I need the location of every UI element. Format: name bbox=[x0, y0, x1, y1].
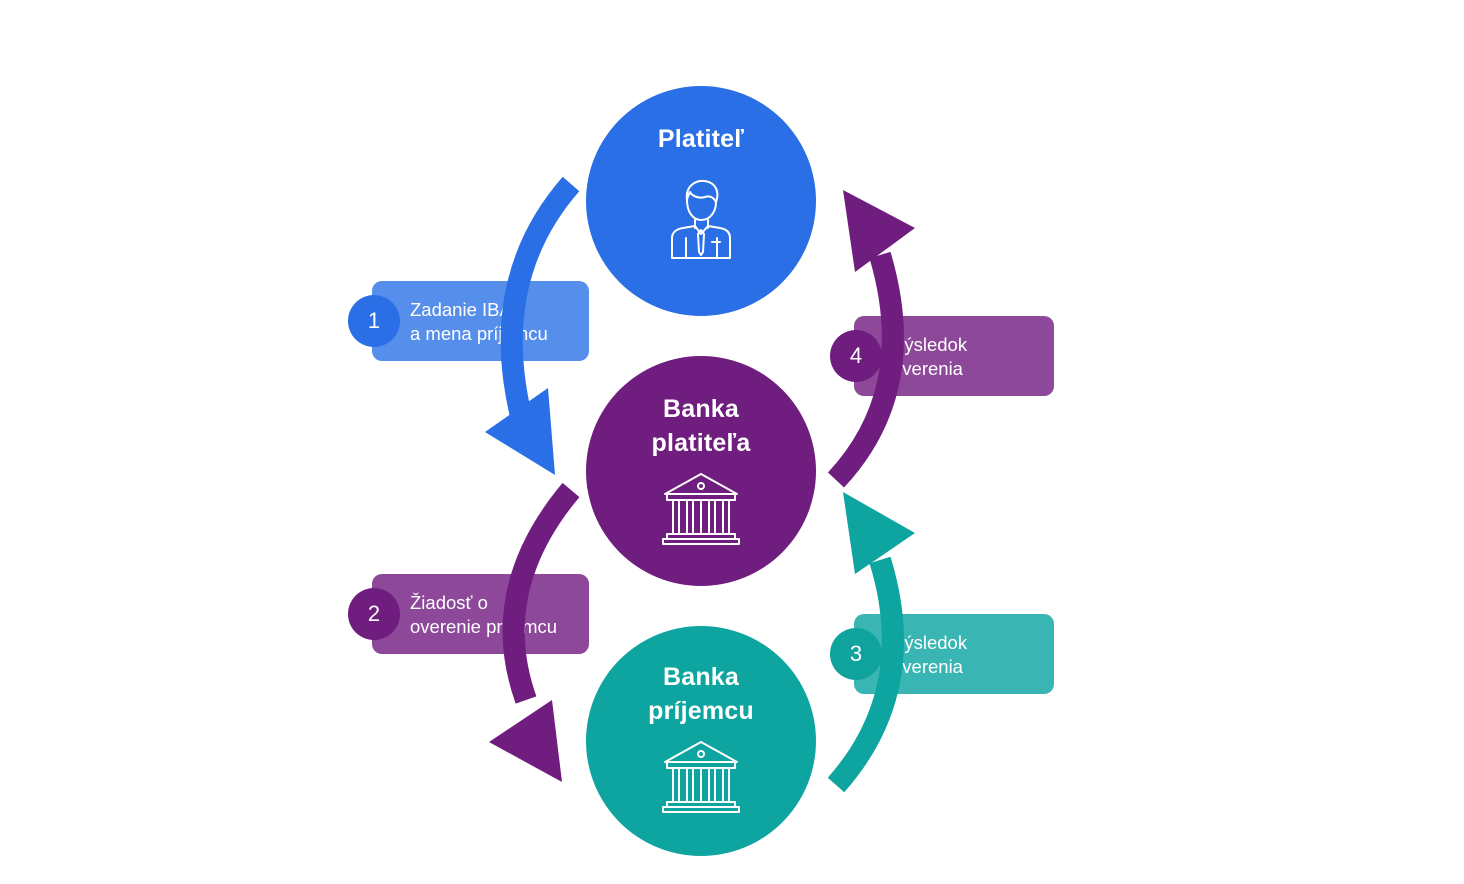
node-payee-bank-title: Banka príjemcu bbox=[648, 660, 754, 728]
step-2-text: Žiadosť o overenie príjemcu bbox=[410, 591, 557, 639]
node-payer-bank-title: Banka platiteľa bbox=[652, 392, 751, 460]
bank-icon bbox=[662, 741, 740, 813]
step-2-text-line2: overenie príjemcu bbox=[410, 616, 558, 637]
node-payee-bank-title-line1: Banka bbox=[662, 663, 740, 691]
step-1-text-line2: a mena príjemcu bbox=[410, 323, 548, 344]
node-payer: Platiteľ bbox=[586, 86, 816, 316]
step-3-text-line2: overenia bbox=[892, 656, 963, 677]
step-2-number: 2 bbox=[348, 588, 400, 640]
step-1-number: 1 bbox=[348, 295, 400, 347]
step-3-number: 3 bbox=[830, 628, 882, 680]
node-payer-bank-title-line1: Banka bbox=[662, 395, 740, 423]
step-4-text-line1: Výsledok bbox=[892, 334, 968, 355]
step-4-text-line2: overenia bbox=[892, 358, 963, 379]
bank-icon bbox=[662, 473, 740, 545]
step-1-text-line1: Zadanie IBAN bbox=[410, 299, 526, 320]
step-1-text: Zadanie IBAN a mena príjemcu bbox=[410, 298, 548, 346]
node-payer-bank-title-line2: platiteľa bbox=[651, 429, 751, 457]
node-payee-bank-title-line2: príjemcu bbox=[648, 697, 754, 725]
step-2-text-line1: Žiadosť o bbox=[410, 592, 488, 613]
person-icon bbox=[671, 179, 731, 259]
step-3-text-line1: Výsledok bbox=[892, 632, 968, 653]
node-payee-bank: Banka príjemcu bbox=[586, 626, 816, 856]
step-4-number: 4 bbox=[830, 330, 882, 382]
step-4-text: Výsledok overenia bbox=[892, 333, 967, 381]
node-payer-title: Platiteľ bbox=[657, 125, 745, 153]
step-3-text: Výsledok overenia bbox=[892, 631, 967, 679]
node-payer-bank: Banka platiteľa bbox=[586, 356, 816, 586]
